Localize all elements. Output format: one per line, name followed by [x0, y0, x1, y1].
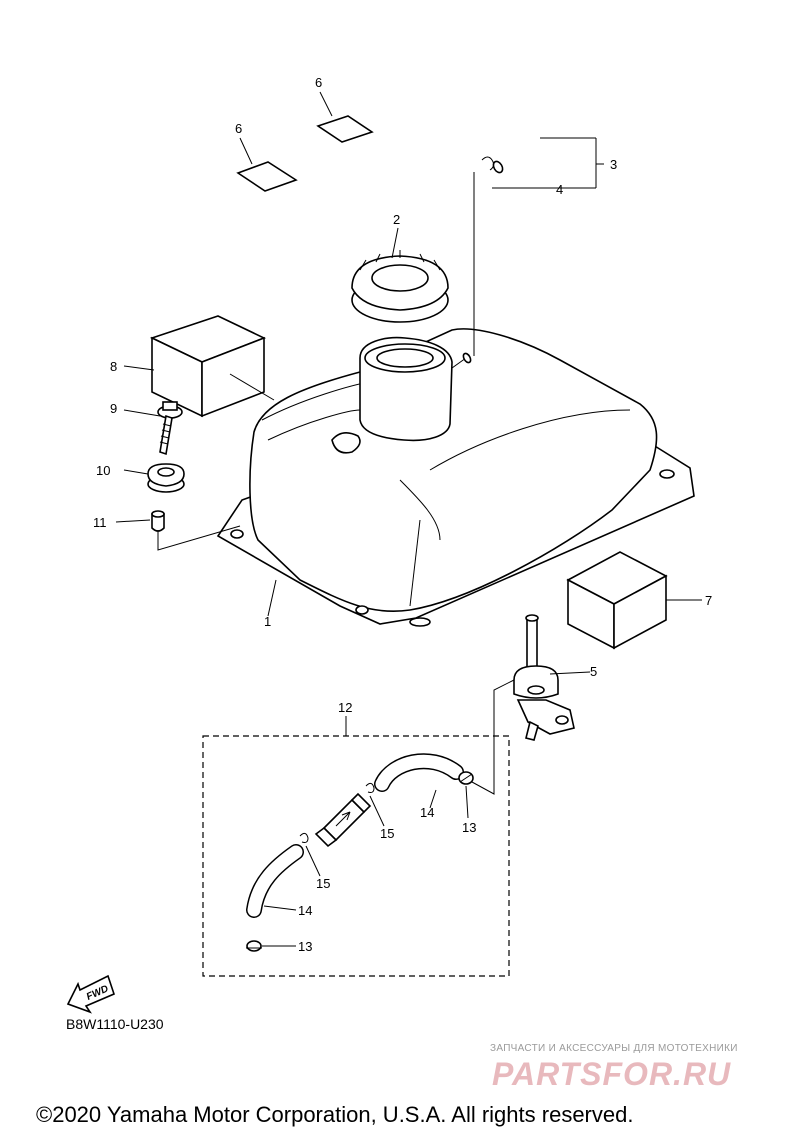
fuel-tank [216, 328, 695, 627]
pad-lower [236, 161, 298, 192]
damper-block-lower [566, 551, 668, 650]
fuel-hose-lower [246, 844, 304, 918]
callout-6-upper: 6 [315, 75, 322, 90]
callout-10: 10 [96, 463, 110, 478]
copyright-notice: ©2020 Yamaha Motor Corporation, U.S.A. A… [36, 1102, 634, 1127]
hose-clip-upper [365, 782, 375, 793]
callout-9: 9 [110, 401, 117, 416]
callout-labels: 1 2 3 4 5 6 6 7 8 9 10 11 12 13 13 14 14… [93, 75, 712, 954]
hose-clamp-lower [246, 940, 262, 952]
fuel-line-assembly-box [202, 735, 510, 977]
watermark-subtitle: ЗАПЧАСТИ И АКСЕССУАРЫ ДЛЯ МОТОТЕХНИКИ [490, 1043, 738, 1054]
callout-11: 11 [93, 515, 107, 530]
fwd-arrow-icon: FWD [66, 974, 115, 1014]
hose-clip-lower [299, 832, 309, 843]
callout-13-upper: 13 [462, 820, 476, 835]
fuel-filter [314, 792, 372, 848]
callout-2: 2 [393, 212, 400, 227]
leader-lines [115, 91, 702, 947]
callout-1: 1 [264, 614, 271, 629]
pad-upper [316, 115, 374, 143]
collar [151, 510, 165, 532]
fuel-hose-upper [374, 753, 464, 792]
callout-5: 5 [590, 664, 597, 679]
callout-3: 3 [610, 157, 617, 172]
callout-12: 12 [338, 700, 352, 715]
callout-8: 8 [110, 359, 117, 374]
callout-4: 4 [556, 182, 563, 197]
callout-13-lower: 13 [298, 939, 312, 954]
callout-15-upper: 15 [380, 826, 394, 841]
callout-14-upper: 14 [420, 805, 434, 820]
watermark-logo: PARTSFOR.RU [492, 1056, 732, 1092]
bolt [157, 401, 183, 456]
breather-hose [176, 99, 546, 308]
callout-15-lower: 15 [316, 876, 330, 891]
fuel-cap [351, 250, 449, 323]
diagram-reference-code: B8W1110-U230 [66, 1016, 164, 1032]
damper-block-upper [149, 315, 267, 418]
grommet [147, 463, 185, 493]
callout-14-lower: 14 [298, 903, 312, 918]
callout-6-lower: 6 [235, 121, 242, 136]
callout-7: 7 [705, 593, 712, 608]
fuel-cock [513, 614, 575, 741]
hose-clamp-upper [458, 771, 474, 785]
hose-clip [481, 156, 495, 171]
